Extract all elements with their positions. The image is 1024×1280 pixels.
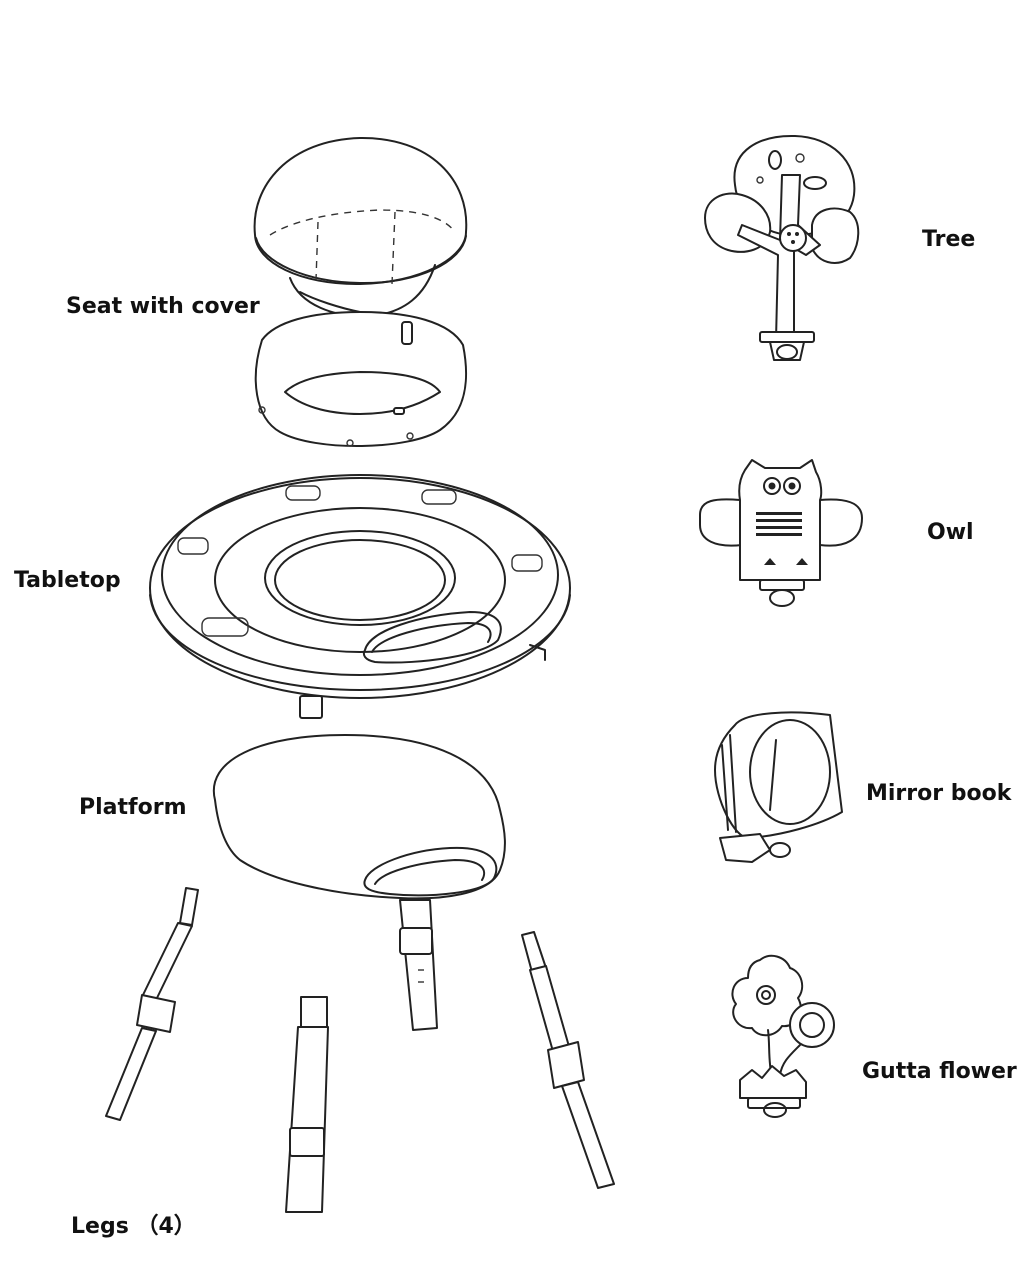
label-mirror-book: Mirror book [866, 781, 1012, 806]
label-gutta-flower: Gutta flower [862, 1059, 1017, 1084]
tabletop [149, 474, 571, 719]
mirror-book-toy [714, 711, 843, 863]
platform [212, 734, 506, 900]
label-platform: Platform [79, 795, 187, 820]
seat-ring [254, 311, 468, 447]
leg-right [521, 931, 615, 1189]
leg-center-back [399, 899, 438, 1031]
label-seat-with-cover: Seat with cover [66, 294, 260, 319]
label-tabletop: Tabletop [14, 568, 121, 593]
tree-toy [704, 134, 860, 361]
owl-toy [699, 459, 863, 607]
seat-cushion [253, 136, 468, 318]
leg-front [285, 996, 329, 1213]
leg-left [105, 887, 199, 1121]
gutta-flower-toy [731, 954, 835, 1118]
label-legs: Legs （4） [71, 1214, 196, 1239]
label-tree: Tree [922, 227, 976, 252]
label-owl: Owl [927, 520, 974, 545]
